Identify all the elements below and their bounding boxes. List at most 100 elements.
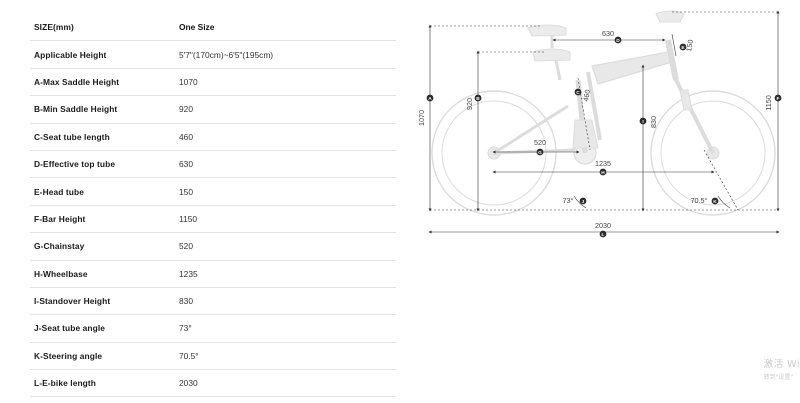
table-row: E-Head tube 150	[30, 178, 396, 206]
bike-silhouette	[431, 10, 776, 216]
badge-g-letter: G	[538, 150, 542, 156]
bike-geometry-diagram: 1070 920 460 630 150 1150 520 1235 830 7…	[400, 0, 800, 403]
badge-d-letter: D	[616, 38, 620, 44]
angle-arc-k	[717, 195, 731, 209]
spec-value: 830	[179, 296, 193, 307]
table-row: A-Max Saddle Height 1070	[30, 69, 396, 97]
badge-h-letter: H	[601, 170, 605, 176]
table-row: Applicable Height 5'7"(170cm)~6'5"(195cm)	[30, 41, 396, 69]
table-row: J-Seat tube angle 73°	[30, 315, 396, 343]
spec-label: C-Seat tube length	[34, 131, 110, 142]
badge-c: C	[574, 88, 582, 96]
spec-label: G-Chainstay	[34, 241, 85, 252]
badge-b-letter: B	[476, 96, 480, 102]
table-row: C-Seat tube length 460	[30, 124, 396, 151]
badge-j-letter: J	[582, 199, 585, 205]
dim-k-value: 70.5°	[691, 196, 708, 205]
suspension	[679, 89, 693, 111]
badge-g: G	[536, 148, 544, 156]
spec-value: 520	[179, 241, 193, 252]
windows-activation-watermark: 激活 Wi 转到"设置"	[764, 356, 800, 381]
spec-label: H-Wheelbase	[34, 268, 88, 279]
bike-geometry-svg: 1070 920 460 630 150 1150 520 1235 830 7…	[417, 10, 782, 238]
table-header-row: SIZE(mm) One Size	[30, 14, 396, 42]
spec-label: Applicable Height	[34, 49, 107, 60]
steering-axis	[703, 149, 739, 211]
watermark-line1: 激活 Wi	[763, 359, 800, 370]
badge-a-letter: A	[428, 96, 432, 102]
spec-value: 2030	[179, 378, 198, 389]
saddle-lower	[532, 48, 571, 62]
size-column-header: SIZE(mm)	[34, 22, 74, 33]
spec-value: 630	[179, 159, 193, 170]
motor-housing	[572, 119, 599, 149]
badge-k: K	[711, 197, 719, 205]
size-spec-table: SIZE(mm) One Size Applicable Height 5'7"(…	[30, 14, 396, 398]
badge-e-letter: E	[681, 45, 685, 51]
badge-a: A	[426, 94, 434, 102]
table-row: B-Min Saddle Height 920	[30, 96, 396, 124]
table-row: G-Chainstay 520	[30, 233, 396, 261]
spec-label: B-Min Saddle Height	[34, 104, 118, 115]
front-wheel-outer	[650, 90, 776, 216]
dim-j-value: 73°	[563, 196, 574, 205]
top-tube	[591, 51, 673, 85]
badge-l: L	[599, 230, 607, 238]
dim-line-e	[671, 33, 677, 57]
table-row: D-Effective top tube 630	[30, 151, 396, 179]
badge-f: F	[774, 94, 782, 102]
seatstay-tube	[493, 104, 569, 155]
badge-h: H	[599, 168, 607, 176]
badge-i-letter: I	[642, 119, 644, 125]
spec-label: F-Bar Height	[34, 213, 86, 224]
table-row: K-Steering angle 70.5°	[30, 343, 396, 371]
dim-e-value: 150	[684, 39, 695, 52]
table-row: L-E-bike length 2030	[30, 370, 396, 398]
badge-l-letter: L	[602, 232, 605, 238]
spec-label: L-E-bike length	[34, 378, 96, 389]
angle-arc-j	[573, 195, 587, 209]
dim-c-value: 460	[581, 89, 592, 102]
front-wheel-inner	[660, 100, 766, 206]
spec-value: 460	[179, 131, 193, 142]
dim-f-value: 1150	[764, 95, 773, 110]
badge-j: J	[579, 197, 587, 205]
dimension-lines	[428, 10, 780, 234]
table-row: I-Standover Height 830	[30, 288, 396, 316]
spec-label: I-Standover Height	[34, 296, 111, 307]
spec-value: 1235	[179, 268, 198, 279]
spec-label: D-Effective top tube	[34, 159, 116, 170]
one-size-column-header: One Size	[179, 22, 215, 33]
badge-i: I	[639, 117, 647, 125]
badge-c-letter: C	[576, 90, 580, 96]
watermark-line2: 转到"设置"	[763, 374, 794, 381]
spec-label: K-Steering angle	[34, 350, 103, 361]
spec-value: 920	[179, 104, 193, 115]
spec-value: 5'7"(170cm)~6'5"(195cm)	[179, 49, 274, 60]
spec-value: 1070	[179, 76, 198, 87]
dim-b-value: 920	[465, 98, 474, 110]
dim-l-value: 2030	[595, 221, 611, 230]
down-tube	[586, 71, 602, 141]
dim-g-value: 520	[534, 138, 546, 147]
dim-a-value: 1070	[417, 110, 426, 126]
saddle-upper	[527, 24, 567, 37]
chainstay-tube	[493, 148, 576, 155]
spec-value: 150	[179, 186, 193, 197]
dim-i-value: 830	[649, 116, 658, 128]
badge-b: B	[474, 94, 482, 102]
dim-h-value: 1235	[595, 159, 611, 168]
dim-d-value: 630	[602, 29, 614, 38]
spec-value: 70.5°	[179, 350, 199, 361]
seat-post-lower	[554, 59, 562, 81]
spec-label: J-Seat tube angle	[34, 323, 106, 334]
badge-f-letter: F	[777, 96, 780, 102]
head-tube	[665, 39, 679, 81]
table-row: H-Wheelbase 1235	[30, 261, 396, 288]
spec-label: E-Head tube	[34, 186, 84, 197]
badge-d: D	[614, 36, 622, 44]
spec-label: A-Max Saddle Height	[34, 76, 120, 87]
spec-value: 73°	[179, 323, 192, 334]
handlebar	[655, 10, 685, 23]
